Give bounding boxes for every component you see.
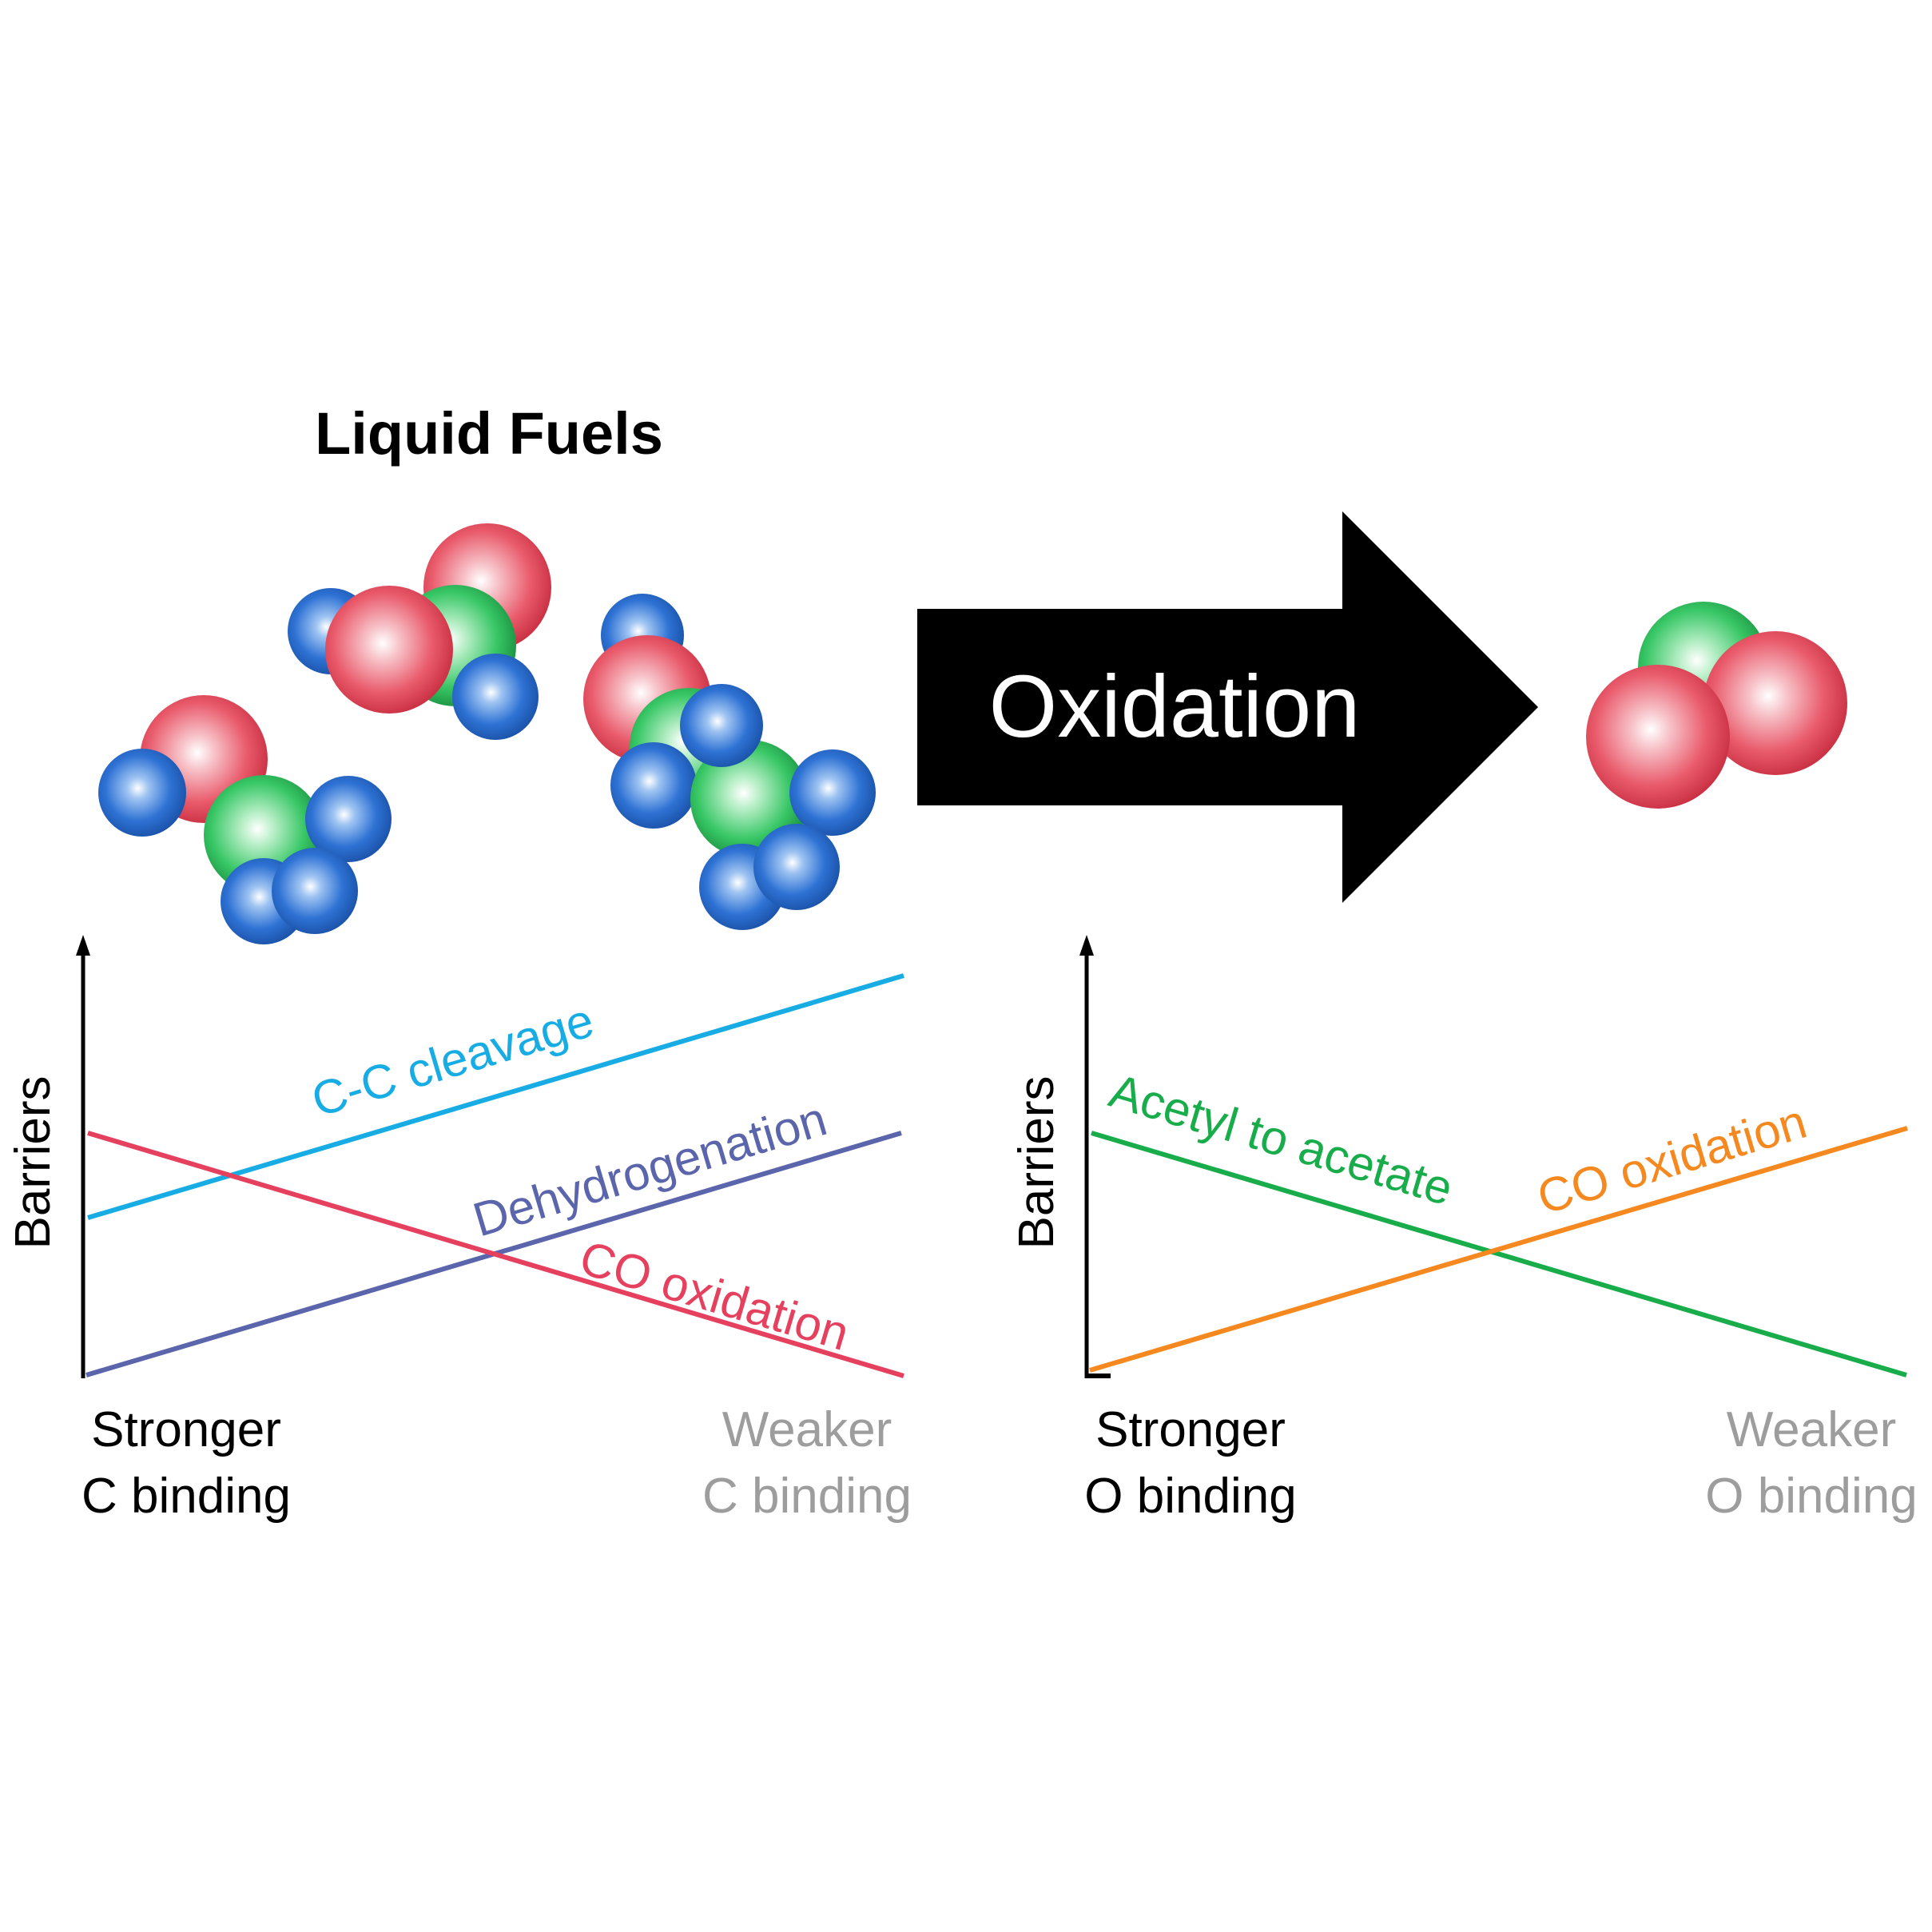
arrow-label: Oxidation: [989, 658, 1361, 756]
right-barrier-plot: Acetyl to acetate CO oxidation Barriers …: [1009, 935, 1918, 1524]
hydrogen-atom: [610, 742, 697, 829]
hydrogen-atom: [272, 848, 358, 934]
hydrogen-atom: [305, 776, 392, 862]
x-right-label-line1: Weaker: [722, 1402, 892, 1457]
label-cc-cleavage: C-C cleavage: [306, 993, 600, 1127]
y-axis-label: Barriers: [6, 1075, 61, 1249]
oxidation-arrow: Oxidation: [917, 511, 1538, 903]
label-acetyl-to-acetate: Acetyl to acetate: [1103, 1063, 1458, 1215]
x-right-label-line2: O binding: [1705, 1469, 1917, 1524]
label-co-oxidation: CO oxidation: [574, 1230, 855, 1361]
y-axis-arrowhead: [76, 935, 90, 956]
line-cc-cleavage: [87, 973, 904, 1220]
line-co-oxidation: [87, 1131, 904, 1378]
oxygen-atom: [1703, 631, 1847, 775]
hydrogen-atom: [753, 824, 840, 910]
x-left-label-line1: Stronger: [1095, 1402, 1286, 1457]
hydrogen-atom: [98, 749, 186, 837]
hydrogen-atom: [452, 654, 539, 740]
line-co-oxidation: [1089, 1126, 1908, 1373]
y-axis-label: Barriers: [1009, 1075, 1064, 1249]
label-co-oxidation: CO oxidation: [1532, 1095, 1813, 1225]
diagram-title: Liquid Fuels: [315, 400, 663, 467]
molecule-ethanol: [583, 594, 876, 930]
x-left-label-line2: O binding: [1084, 1469, 1296, 1524]
x-left-label-line1: Stronger: [91, 1402, 281, 1457]
y-axis-arrowhead: [1079, 935, 1094, 956]
molecule-formic-acid: [288, 523, 551, 740]
oxygen-atom: [325, 586, 453, 714]
molecule-methanol: [98, 695, 392, 944]
hydrogen-atom: [789, 749, 876, 836]
hydrogen-atom: [680, 684, 763, 767]
x-left-label-line2: C binding: [81, 1469, 291, 1524]
molecule-co2: [1586, 602, 1847, 809]
x-right-label-line2: C binding: [702, 1469, 912, 1524]
x-right-label-line1: Weaker: [1727, 1402, 1897, 1457]
line-acetyl-to-acetate: [1091, 1131, 1907, 1377]
arrow-shape: [917, 511, 1538, 903]
left-barrier-plot: C-C cleavage Dehydrogenation CO oxidatio…: [6, 935, 912, 1524]
oxygen-atom: [1586, 665, 1730, 809]
